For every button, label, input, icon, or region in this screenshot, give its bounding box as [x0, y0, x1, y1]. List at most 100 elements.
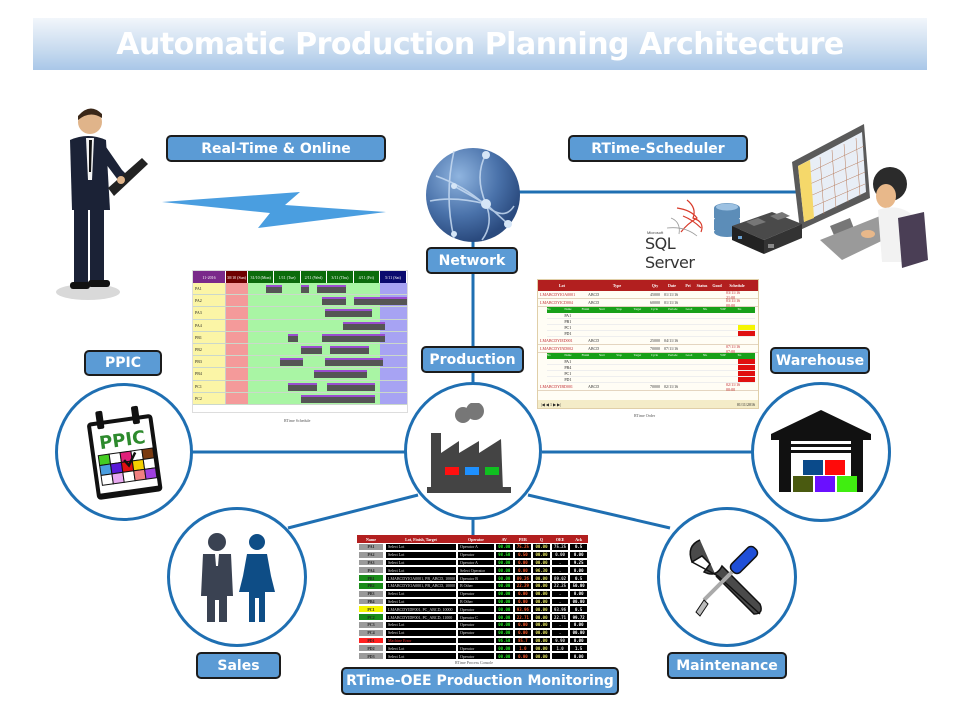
job-block[interactable] [321, 297, 346, 306]
operator-select[interactable]: Select Operator [458, 567, 494, 574]
lot-select[interactable]: Select Lot [386, 567, 456, 574]
job-block[interactable] [329, 345, 370, 354]
machine-name-badge[interactable]: PA3 [359, 559, 383, 566]
job-block[interactable] [266, 285, 283, 293]
lot-select[interactable]: LMABCDYIDF001, PC_ABCD, 10000 [386, 606, 456, 613]
sub-table-row[interactable]: PA1 [547, 313, 755, 319]
sub-table-row[interactable]: PB4 [547, 365, 755, 371]
lot-select[interactable]: Machine Error [386, 637, 456, 644]
operator-select[interactable]: Operator A [458, 544, 494, 550]
machine-name-badge[interactable]: PC3 [359, 621, 383, 628]
order-column-header[interactable]: Date [668, 283, 676, 288]
machine-name-badge[interactable]: PD2 [359, 645, 383, 652]
operator-select[interactable]: Operator [458, 621, 494, 628]
lot-select[interactable]: Select Lot [386, 590, 456, 597]
lot-select[interactable]: LMABCDYIDF001, PC_ABCD, 11000 [386, 614, 456, 620]
job-block[interactable] [287, 333, 299, 342]
job-block[interactable] [321, 333, 386, 342]
operator-select[interactable]: Operator [458, 645, 494, 652]
lot-select[interactable]: Select Lot [386, 629, 456, 636]
job-block[interactable] [327, 382, 375, 391]
machine-name-badge[interactable]: PD3 [359, 653, 383, 659]
machine-name-badge[interactable]: PB1 [359, 575, 383, 581]
job-block[interactable] [324, 309, 373, 318]
sub-table-row[interactable]: PD1 [547, 331, 755, 337]
order-column-header[interactable]: Type [612, 283, 622, 288]
machine-name-badge[interactable]: PC1 [359, 606, 383, 613]
lot-select[interactable]: Select Lot [386, 653, 456, 659]
operator-select[interactable]: Operator C [458, 614, 494, 620]
order-column-header[interactable]: Lot [559, 283, 565, 288]
sub-table-row[interactable]: PC1 [547, 371, 755, 377]
lot-select[interactable]: LMABCDYIOA0001, PB_ABCD, 10000 [386, 575, 456, 581]
operator-select[interactable]: Operator [458, 606, 494, 613]
lot-select[interactable]: Select Lot [386, 559, 456, 566]
sub-table-row[interactable]: PB1 [547, 319, 755, 325]
operator-select[interactable]: Operator [458, 653, 494, 659]
pager[interactable]: |◀ ◀ 1 ▶ ▶| [541, 401, 561, 407]
order-column-header[interactable]: Status [696, 283, 708, 288]
order-column-header[interactable]: Pri [685, 283, 691, 288]
operator-select[interactable]: Operator A [458, 559, 494, 566]
job-block[interactable] [300, 285, 309, 293]
order-column-header[interactable]: Schedule [729, 283, 745, 288]
lot-select[interactable]: Select Lot [386, 598, 456, 605]
lot-select[interactable]: Select Lot [386, 551, 456, 558]
job-block[interactable] [279, 358, 304, 367]
order-column-header[interactable]: Good [712, 283, 722, 288]
job-block[interactable] [324, 358, 383, 367]
lot-select[interactable]: Select Lot [386, 645, 456, 652]
sub-table-row[interactable]: PA1 [547, 359, 755, 365]
machine-name-badge[interactable]: PB2 [359, 582, 383, 589]
machine-name-badge[interactable]: PA1 [359, 544, 383, 550]
operator-select[interactable]: B Other [458, 598, 494, 605]
job-block[interactable] [300, 345, 322, 354]
order-column-header[interactable]: Qty [651, 283, 659, 288]
operator-select[interactable]: B Other [458, 582, 494, 589]
job-block[interactable] [353, 297, 407, 306]
job-block[interactable] [300, 394, 375, 403]
operator-select[interactable]: Operator [458, 590, 494, 597]
machine-name-badge[interactable]: PA4 [359, 567, 383, 574]
machine-name-badge[interactable]: PA2 [359, 551, 383, 558]
sub-table-row[interactable]: PD1 [547, 377, 755, 383]
machine-name-badge[interactable]: PC4 [359, 629, 383, 636]
job-block[interactable] [343, 321, 386, 330]
sub-table-row[interactable]: PC1 [547, 325, 755, 331]
date-selector[interactable]: 11-2016 [193, 271, 226, 283]
job-block[interactable] [287, 382, 317, 391]
operator-select[interactable]: Operator [458, 629, 494, 636]
machine-name-badge[interactable]: PB4 [359, 598, 383, 605]
operator-select[interactable]: Operator B [458, 575, 494, 581]
lot-select[interactable]: Select Lot [386, 621, 456, 628]
lot-select[interactable]: Select Lot [386, 544, 456, 550]
machine-name-badge[interactable]: PB3 [359, 590, 383, 597]
job-block[interactable] [314, 370, 367, 379]
machine-name-badge[interactable]: PC2 [359, 614, 383, 620]
operator-select[interactable]: Operator [458, 551, 494, 558]
job-block[interactable] [316, 285, 346, 293]
lot-select[interactable]: LMABCDYIOA0001, PB_ABCD, 10000 [386, 582, 456, 589]
machine-name-badge[interactable]: PD1 [359, 637, 383, 644]
operator-select[interactable] [458, 637, 494, 644]
